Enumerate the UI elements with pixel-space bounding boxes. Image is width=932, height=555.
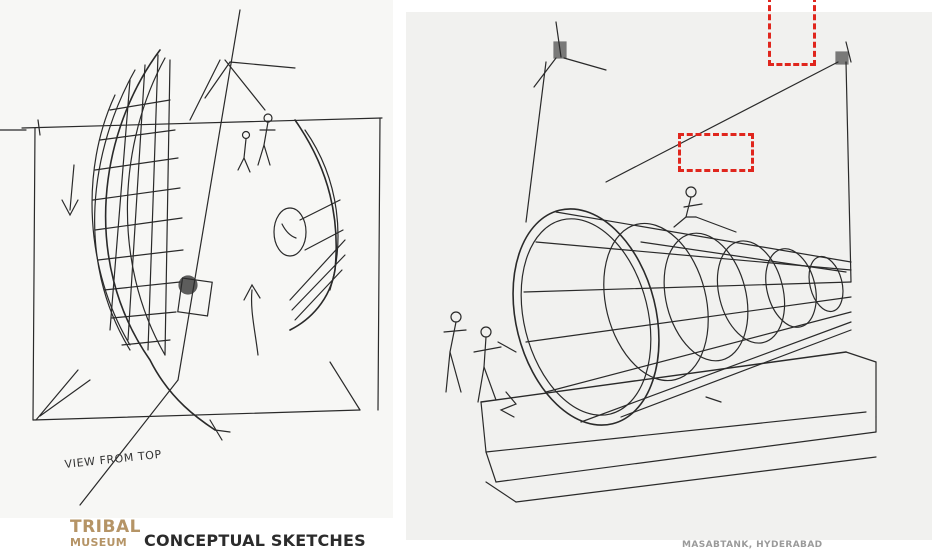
sketch-perspective-view <box>406 12 932 540</box>
highlight-marker <box>678 133 754 172</box>
sketch-top-view: VIEW FROM TOP <box>0 0 393 518</box>
logo-line-2: MUSEUM <box>70 537 141 548</box>
sketch-top-view-drawing <box>0 0 393 518</box>
location-text: MASABTANK, HYDERABAD <box>682 540 823 550</box>
page-title: CONCEPTUAL SKETCHES <box>144 531 366 550</box>
tribal-museum-logo: TRIBAL MUSEUM <box>70 519 141 548</box>
highlight-marker <box>768 0 816 66</box>
sketch-perspective-drawing <box>406 12 932 540</box>
logo-line-1: TRIBAL <box>70 519 141 536</box>
